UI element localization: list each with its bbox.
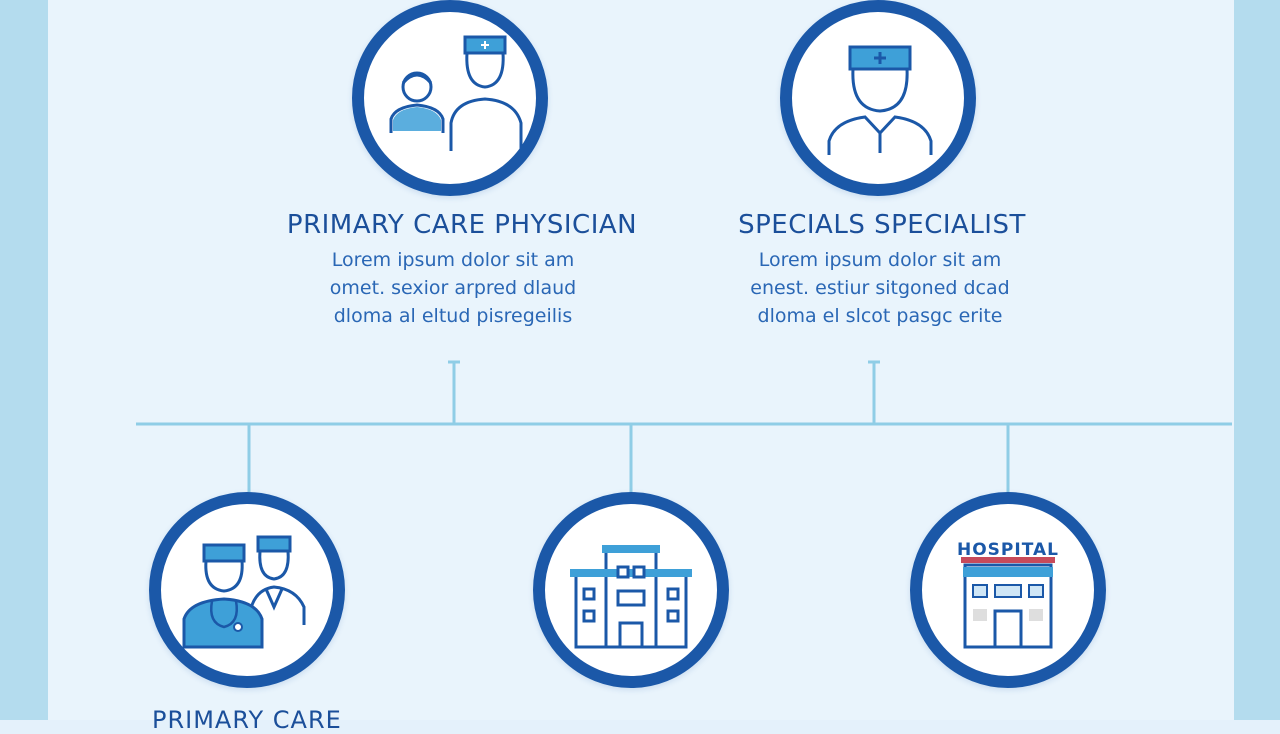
primary-care-node bbox=[352, 0, 548, 196]
specialist-doctor-icon bbox=[827, 45, 933, 155]
description-line: dloma al eltud pisregeilis bbox=[333, 305, 573, 327]
description-line: omet. sexior arpred dlaud bbox=[329, 277, 577, 299]
medical-team-node bbox=[149, 492, 345, 688]
clinic-node: HOSPITAL bbox=[910, 492, 1106, 688]
medical-team-icon bbox=[182, 535, 306, 649]
description-line: Lorem ipsum dolor sit am bbox=[758, 249, 1002, 271]
bottom-node-title: PRIMARY CARE bbox=[152, 706, 342, 734]
description-line: Lorem ipsum dolor sit am bbox=[331, 249, 575, 271]
description-line: enest. estiur sitgoned dcad bbox=[750, 277, 1010, 299]
clinic-building-icon: HOSPITAL bbox=[957, 540, 1059, 649]
primary-care-title: PRIMARY CARE PHYSICIAN bbox=[286, 210, 638, 240]
hospital-node bbox=[533, 492, 729, 688]
clinic-sign-text: HOSPITAL bbox=[957, 540, 1059, 560]
doctor-and-patient-icon bbox=[389, 35, 523, 151]
left-border bbox=[0, 0, 48, 720]
hospital-building-icon bbox=[570, 545, 692, 649]
right-border bbox=[1234, 0, 1280, 720]
specialist-title: SPECIALS SPECIALIST bbox=[738, 210, 1026, 240]
primary-care-description: Lorem ipsum dolor sit am omet. sexior ar… bbox=[243, 246, 663, 330]
specialist-node bbox=[780, 0, 976, 196]
description-line: dloma el slcot pasgc erite bbox=[757, 305, 1003, 327]
specialist-description: Lorem ipsum dolor sit am enest. estiur s… bbox=[670, 246, 1090, 330]
